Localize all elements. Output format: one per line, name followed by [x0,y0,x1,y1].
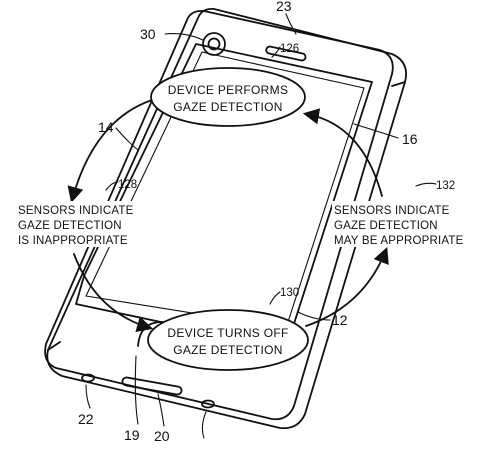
microphone-hole [81,373,95,383]
earpiece-slot [265,45,307,62]
leader-23 [285,13,297,35]
phone-outer-body [46,8,407,430]
ref-126: 126 [280,43,299,55]
ref-20: 20 [154,428,170,444]
node-top-ellipse [150,67,306,127]
leader-128 [105,181,119,191]
leader-30 [164,33,204,41]
leader-130 [269,291,281,305]
node-top-line1: DEVICE PERFORMS [168,83,289,97]
node-bottom-ellipse [147,309,309,371]
node-bottom-line1: DEVICE TURNS OFF [167,326,288,340]
leader-14 [115,127,139,151]
ref-30: 30 [140,26,156,42]
ref-12: 12 [332,312,348,328]
ref-19: 19 [124,427,140,443]
reference-numerals: 23 30 126 14 16 128 132 130 12 22 19 20 [78,0,455,444]
leader-19 [134,355,139,425]
arrow-left-to-bottom [73,253,154,333]
camera-lens-inner [207,37,221,51]
node-device-performs: DEVICE PERFORMS GAZE DETECTION [150,67,306,127]
node-device-turns-off: DEVICE TURNS OFF GAZE DETECTION [147,309,309,371]
ref-130: 130 [280,287,299,299]
arrow-right-to-top [302,108,383,197]
leader-16 [353,123,399,139]
leader-126 [271,46,281,58]
condition-appropriate: SENSORS INDICATE GAZE DETECTION MAY BE A… [332,201,470,247]
screw-hole [201,399,215,409]
arrow-top-to-left [67,99,153,204]
leader-22 [85,384,91,409]
camera-lens-outer [202,32,226,56]
left-condition-line2: GAZE DETECTION [18,220,122,232]
right-condition-line2: GAZE DETECTION [334,220,438,232]
ref-23: 23 [276,0,292,14]
cycle-arrows [67,99,389,333]
arrow-bottom-to-right [305,246,389,327]
speaker-grille [121,376,183,396]
leader-12 [297,311,331,321]
right-condition-line1: SENSORS INDICATE [334,205,450,217]
node-top-line2: GAZE DETECTION [173,100,283,114]
phone-side-edge [47,81,406,351]
right-condition-line3: MAY BE APPROPRIATE [334,235,464,247]
leader-132 [415,182,437,187]
ref-16: 16 [402,131,418,147]
ref-22: 22 [78,411,94,427]
left-condition-line3: IS INAPPROPRIATE [18,235,128,247]
leader-bottom-right [201,411,207,439]
ref-128: 128 [118,179,137,191]
node-bottom-line2: GAZE DETECTION [173,343,283,357]
ref-132: 132 [436,180,455,192]
ref-14: 14 [98,119,114,135]
phone-front-bezel [44,10,394,421]
leader-20 [157,393,165,427]
left-condition-line1: SENSORS INDICATE [18,205,134,217]
condition-inappropriate: SENSORS INDICATE GAZE DETECTION IS INAPP… [16,201,140,247]
